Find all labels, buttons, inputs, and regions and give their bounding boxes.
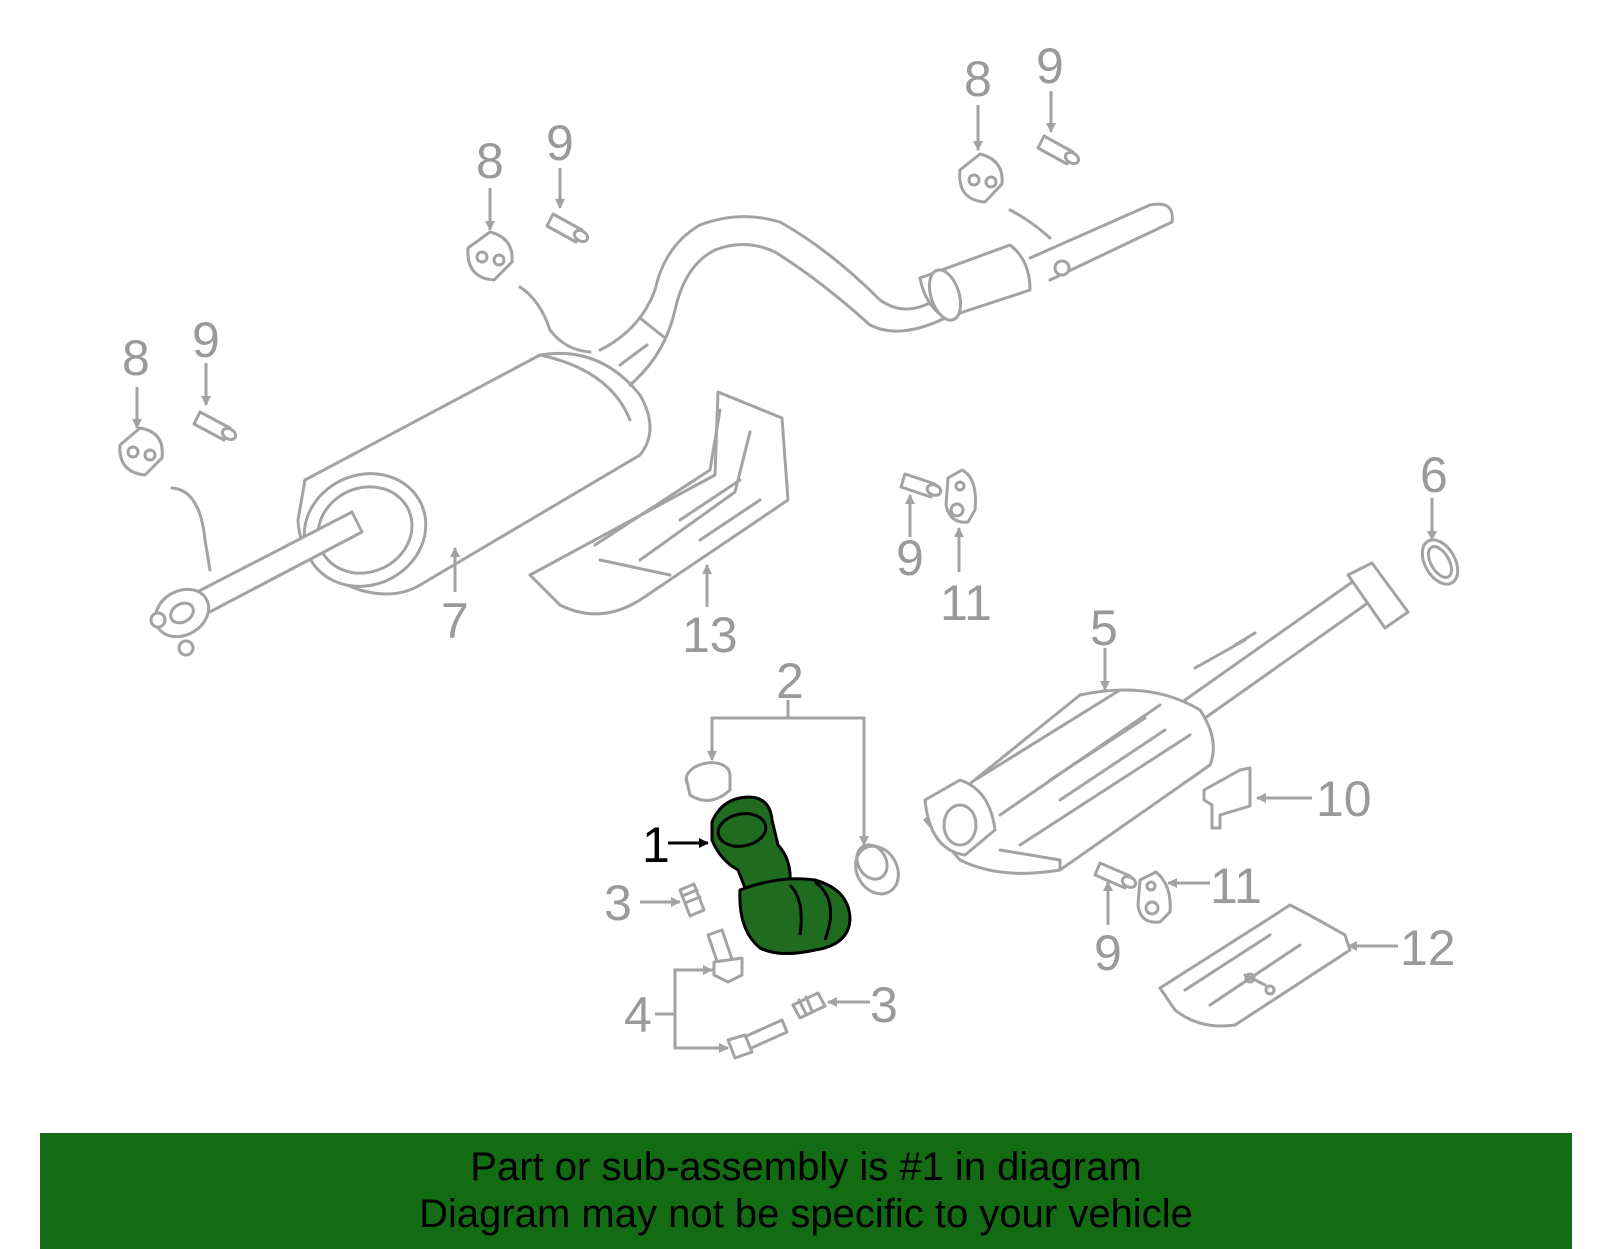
callout-10: 10 [1316,771,1372,827]
callout-9-a: 9 [192,312,220,368]
callout-3-lower: 3 [870,977,898,1033]
callout-9-c: 9 [1036,38,1064,94]
callout-9-d: 9 [896,530,924,586]
banner-line-2: Diagram may not be specific to your vehi… [419,1192,1193,1236]
callout-2: 2 [776,653,804,709]
bolt-4-lower [726,1018,789,1060]
callout-13: 13 [682,607,738,663]
callout-8-mid: 8 [476,133,504,189]
callout-8-left: 8 [122,330,150,386]
banner-line-1: Part or sub-assembly is #1 in diagram [470,1145,1142,1189]
stud-9-e [1093,861,1138,890]
stud-3-upper [678,882,706,918]
callout-6: 6 [1420,447,1448,503]
bracket-11-upper [944,468,977,524]
heat-shield-13 [528,390,790,616]
callout-3-upper: 3 [604,875,632,931]
stud-9-d [899,472,943,499]
leader-lines [132,91,1437,1053]
highlighted-part-1[interactable] [710,795,852,955]
callout-11-upper: 11 [940,575,992,631]
callout-9-e: 9 [1094,925,1122,981]
callout-7: 7 [441,593,469,649]
hanger-8-right [958,152,1004,204]
seal-ring-2-upper [684,761,732,802]
hanger-8-left [118,426,164,477]
stud-9-a [192,410,238,442]
muffler-assembly [149,202,1174,657]
catalytic-converter-5 [923,561,1410,875]
stud-9-c [1036,134,1081,166]
heat-shield-12 [1158,903,1352,1028]
callout-8-right: 8 [964,51,992,107]
callout-11-lower: 11 [1210,858,1262,914]
callout-1: 1 [642,817,670,873]
callout-9-b: 9 [546,115,574,171]
stud-3-lower [791,991,827,1020]
bracket-10 [1202,766,1252,830]
seal-ring-2-right [854,843,900,896]
callout-labels: 1 2 3 3 4 5 6 7 8 8 8 9 9 9 9 9 10 11 11… [122,38,1456,1043]
callout-12: 12 [1400,920,1456,976]
stud-9-b [545,212,590,244]
callout-4: 4 [624,987,652,1043]
bracket-11-lower [1136,870,1172,924]
callout-5: 5 [1090,600,1118,656]
info-banner: Part or sub-assembly is #1 in diagram Di… [40,1133,1572,1249]
hanger-8-mid [466,230,514,282]
bolt-4-upper [706,928,744,984]
gasket-6 [1420,538,1460,586]
